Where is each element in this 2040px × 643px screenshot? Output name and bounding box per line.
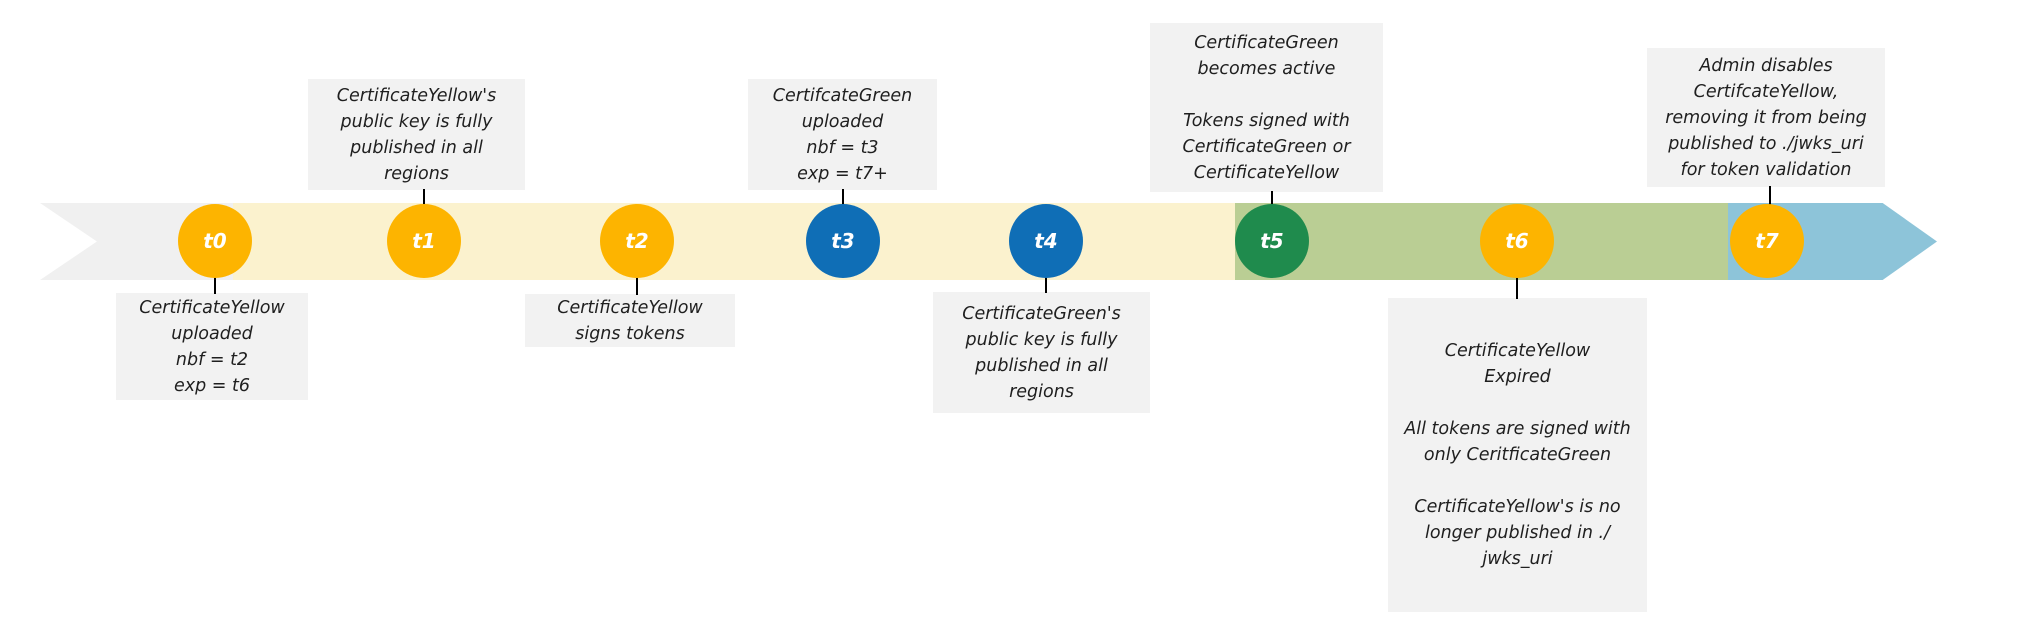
callout-text: for token validation: [1680, 159, 1852, 180]
callout-t3: CertifcateGreen uploaded nbf = t3 exp = …: [748, 79, 937, 190]
milestone-node-t6: t6: [1480, 204, 1554, 278]
callout-text: nbf = t3: [806, 137, 879, 158]
callout-t6: CertificateYellow Expired All tokens are…: [1388, 298, 1647, 612]
callout-text: public key is fully: [965, 329, 1118, 350]
connector-line-t5: [1271, 191, 1273, 205]
milestone-node-t0: t0: [178, 204, 252, 278]
callout-text: public key is fully: [340, 111, 493, 132]
callout-text: [1388, 468, 1647, 494]
callout-text: CertificateYellow's: [336, 85, 497, 106]
connector-line-t4: [1045, 277, 1047, 293]
callout-text: published in all: [975, 355, 1108, 376]
callout-text: exp = t7+: [797, 163, 888, 184]
milestone-label-t3: t3: [831, 229, 855, 253]
milestone-node-t7: t7: [1730, 204, 1804, 278]
milestone-label-t6: t6: [1505, 229, 1529, 253]
callout-text: CertificateGreen: [1194, 32, 1339, 53]
callout-text: CertificateGreen's: [962, 303, 1121, 324]
milestone-node-t2: t2: [600, 204, 674, 278]
callout-text: published to ./jwks_uri: [1668, 133, 1864, 154]
connector-line-t6: [1516, 277, 1518, 299]
callout-text: CertifcateGreen: [772, 85, 913, 106]
callout-t4: CertificateGreen's public key is fully p…: [933, 292, 1150, 413]
callout-text: nbf = t2: [175, 349, 249, 370]
callout-t1: CertificateYellow's public key is fully …: [308, 79, 525, 190]
milestone-label-t1: t1: [412, 229, 436, 253]
callout-text: CertificateGreen or: [1182, 136, 1351, 157]
callout-text: regions: [384, 163, 449, 184]
callout-text: regions: [1009, 381, 1074, 402]
callout-text: exp = t6: [173, 375, 250, 396]
callout-text: uploaded: [801, 111, 884, 132]
callout-text: CertificateYellow: [1193, 162, 1340, 183]
callout-text: [1150, 82, 1383, 108]
callout-t5: CertificateGreen becomes active Tokens s…: [1150, 23, 1383, 192]
callout-text: CertifcateYellow,: [1693, 81, 1839, 102]
connector-line-t2: [636, 277, 638, 295]
milestone-label-t0: t0: [203, 229, 227, 253]
callout-t2: CertificateYellow signs tokens: [525, 294, 735, 347]
band-segment-yellow-phase: [233, 203, 1235, 280]
callout-text: All tokens are signed with: [1404, 419, 1631, 439]
callout-text: longer published in ./: [1425, 523, 1610, 543]
callout-text: removing it from being: [1665, 107, 1867, 128]
callout-text: becomes active: [1197, 58, 1336, 79]
milestone-label-t4: t4: [1034, 229, 1058, 253]
milestone-label-t2: t2: [625, 229, 649, 253]
callout-text: CertificateYellow's is no: [1414, 497, 1621, 517]
connector-line-t1: [423, 189, 425, 205]
callout-text: signs tokens: [575, 323, 685, 344]
milestone-node-t1: t1: [387, 204, 461, 278]
callout-text: [1388, 390, 1647, 416]
milestone-label-t7: t7: [1755, 229, 1779, 253]
callout-t0: CertificateYellow uploaded nbf = t2 exp …: [116, 293, 308, 400]
connector-line-t0: [214, 277, 216, 294]
callout-text: uploaded: [171, 323, 253, 344]
connector-line-t7: [1769, 186, 1771, 205]
callout-text: Tokens signed with: [1183, 110, 1350, 131]
callout-text: CertificateYellow: [1444, 341, 1591, 361]
callout-text: Admin disables: [1699, 55, 1833, 76]
milestone-label-t5: t5: [1260, 229, 1284, 253]
callout-text: published in all: [350, 137, 483, 158]
milestone-node-t4: t4: [1009, 204, 1083, 278]
callout-text: only CeritficateGreen: [1423, 445, 1612, 465]
callout-t7: Admin disables CertifcateYellow, removin…: [1647, 48, 1885, 187]
callout-text: CertificateYellow: [557, 297, 703, 318]
milestone-node-t3: t3: [806, 204, 880, 278]
callout-text: Expired: [1484, 367, 1551, 387]
milestone-node-t5: t5: [1235, 204, 1309, 278]
callout-text: CertificateYellow: [139, 297, 285, 318]
callout-text: jwks_uri: [1482, 549, 1553, 569]
connector-line-t3: [842, 189, 844, 205]
